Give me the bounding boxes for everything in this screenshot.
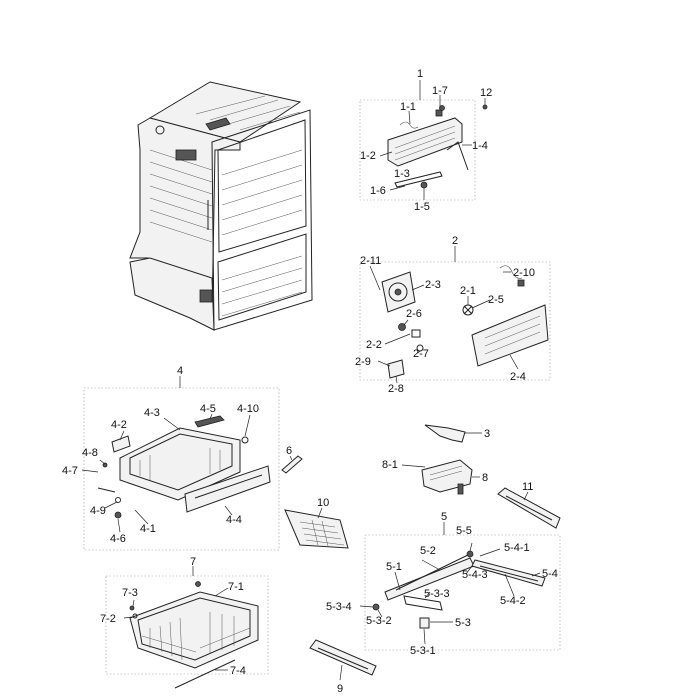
label-5-4-2: 5-4-2: [500, 595, 526, 607]
label-5-4-3: 5-4-3: [462, 569, 488, 581]
part-11: [497, 487, 561, 529]
label-2-6: 2-6: [406, 308, 422, 320]
label-2-5: 2-5: [488, 294, 504, 306]
label-8-1: 8-1: [382, 459, 398, 471]
part-8-assembly: [401, 459, 480, 495]
label-4-5: 4-5: [200, 403, 216, 415]
label-4-6: 4-6: [110, 533, 126, 545]
label-7: 7: [190, 556, 196, 568]
label-4-7: 4-7: [62, 465, 78, 477]
label-1-6: 1-6: [370, 185, 386, 197]
label-2-7: 2-7: [413, 348, 429, 360]
part-3: [424, 424, 482, 443]
label-8: 8: [482, 472, 488, 484]
label-1-1: 1-1: [400, 101, 416, 113]
label-5: 5: [441, 511, 447, 523]
label-5-4: 5-4: [542, 568, 558, 580]
label-2-10: 2-10: [513, 267, 535, 279]
label-1-5: 1-5: [414, 201, 430, 213]
label-2-11: 2-11: [360, 255, 381, 267]
label-4-3: 4-3: [144, 407, 160, 419]
label-2-9: 2-9: [355, 356, 371, 368]
label-5-3-1: 5-3-1: [410, 645, 436, 657]
label-5-3-3: 5-3-3: [424, 588, 450, 600]
label-2-8: 2-8: [388, 383, 404, 395]
label-3: 3: [484, 428, 490, 440]
label-5-1: 5-1: [386, 561, 402, 573]
label-1: 1: [417, 68, 423, 80]
label-1-4: 1-4: [472, 140, 488, 152]
label-2-2: 2-2: [366, 339, 382, 351]
label-6: 6: [286, 445, 292, 457]
assembly-group-2: [359, 246, 551, 384]
cabinet-illustration: [129, 81, 313, 331]
label-1-7: 1-7: [432, 85, 448, 97]
assembly-group-1: [359, 80, 488, 201]
label-7-2: 7-2: [100, 613, 116, 625]
label-2-4: 2-4: [510, 371, 526, 383]
label-2-1: 2-1: [460, 285, 476, 297]
label-9: 9: [337, 683, 343, 695]
part-6: [281, 455, 303, 474]
label-12: 12: [480, 87, 492, 99]
label-4-8: 4-8: [82, 447, 98, 459]
label-5-4-1: 5-4-1: [504, 542, 530, 554]
label-11: 11: [522, 481, 533, 493]
label-1-2: 1-2: [360, 150, 376, 162]
label-4-2: 4-2: [111, 419, 127, 431]
label-4-4: 4-4: [226, 514, 242, 526]
label-2: 2: [452, 235, 458, 247]
assembly-group-5: [359, 522, 561, 651]
part-10: [284, 507, 349, 549]
assembly-group-4: [81, 376, 280, 551]
label-4-1: 4-1: [140, 523, 156, 535]
label-2-3: 2-3: [425, 279, 441, 291]
label-4: 4: [177, 365, 183, 377]
label-4-10: 4-10: [237, 403, 259, 415]
label-5-3-2: 5-3-2: [366, 615, 392, 627]
label-7-4: 7-4: [230, 665, 246, 677]
label-1-3: 1-3: [394, 168, 410, 180]
part-labels: 1 1-1 1-7 12 1-2 1-4 1-3 1-6 1-5 2 2-11 …: [62, 68, 558, 695]
part-9: [309, 639, 377, 681]
label-7-3: 7-3: [122, 587, 138, 599]
label-5-5: 5-5: [456, 525, 472, 537]
label-7-1: 7-1: [228, 581, 244, 593]
label-5-2: 5-2: [420, 545, 436, 557]
label-5-3: 5-3: [455, 617, 471, 629]
label-5-3-4: 5-3-4: [326, 601, 352, 613]
label-4-9: 4-9: [90, 505, 106, 517]
assembly-group-7: [105, 566, 269, 689]
label-10: 10: [317, 497, 329, 509]
